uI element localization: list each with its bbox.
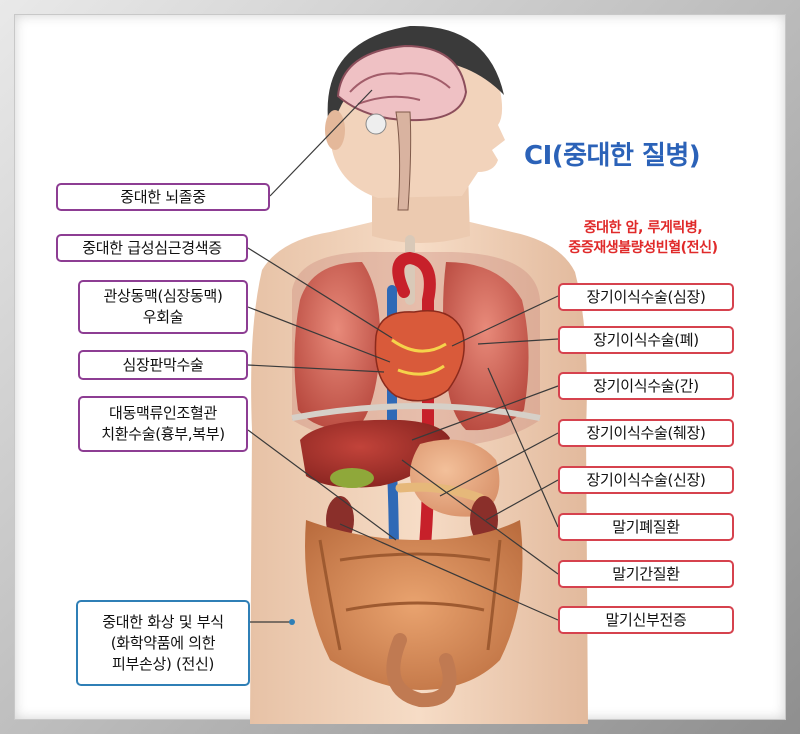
label-burn-line-3: 피부손상) (전신) (111, 654, 215, 673)
ear (325, 110, 345, 150)
label-liver-transplant: 장기이식수술(간) (558, 372, 734, 400)
label-end-liver-text: 말기간질환 (612, 564, 680, 583)
red-caption-line-1: 중대한 암, 루게릭병, (583, 220, 703, 236)
spinal-cord (395, 111, 412, 211)
label-end-stage-lung: 말기폐질환 (558, 513, 734, 541)
label-end-stage-liver: 말기간질환 (558, 560, 734, 588)
label-burn-line-1: 중대한 화상 및 부식 (102, 612, 224, 631)
brain (336, 44, 468, 122)
label-lung-transplant-text: 장기이식수술(폐) (593, 330, 699, 349)
label-myocardial-infarction: 중대한 급성심근경색증 (56, 234, 248, 262)
label-heart-transplant: 장기이식수술(심장) (558, 283, 734, 311)
label-cabg-line-1: 관상동맥(심장동맥) (103, 287, 223, 305)
label-aorta-graft: 대동맥류인조혈관 치환수술(흉부,복부) (78, 396, 248, 452)
label-end-lung-text: 말기폐질환 (612, 517, 680, 536)
label-pancreas-transplant: 장기이식수술(췌장) (558, 419, 734, 447)
label-cabg-line-2: 우회술 (142, 308, 184, 326)
label-kidney-transplant-text: 장기이식수술(신장) (586, 470, 706, 489)
label-mi-text: 중대한 급성심근경색증 (82, 238, 222, 257)
label-liver-transplant-text: 장기이식수술(간) (593, 376, 699, 395)
label-coronary-bypass: 관상동맥(심장동맥) 우회술 (78, 280, 248, 334)
label-pancreas-transplant-text: 장기이식수술(췌장) (586, 423, 706, 442)
label-lung-transplant: 장기이식수술(폐) (558, 326, 734, 354)
heart (374, 310, 465, 402)
intestines (305, 520, 523, 690)
critical-cancer-caption: 중대한 암, 루게릭병, 중증재생불량성빈혈(전신) (528, 218, 758, 258)
label-end-stage-kidney: 말기신부전증 (558, 606, 734, 634)
label-kidney-transplant: 장기이식수술(신장) (558, 466, 734, 494)
label-end-kidney-text: 말기신부전증 (605, 610, 687, 629)
label-stroke-text: 중대한 뇌졸중 (120, 187, 206, 206)
label-aorta-line-1: 대동맥류인조혈관 (108, 404, 217, 422)
label-heart-transplant-text: 장기이식수술(심장) (586, 287, 706, 306)
hair (327, 25, 504, 120)
label-stroke: 중대한 뇌졸중 (56, 183, 270, 211)
red-caption-line-2: 중증재생불량성빈혈(전신) (568, 240, 718, 256)
label-aorta-line-2: 치환수술(흉부,복부) (101, 425, 225, 443)
leader-lines (247, 89, 559, 623)
page-title: CI(중대한 질병) (524, 141, 701, 171)
right-lung (294, 262, 381, 431)
label-severe-burn: 중대한 화상 및 부식 (화학약품에 의한 피부손상) (전신) (76, 600, 250, 686)
label-burn-line-2: (화학약품에 의한 (110, 633, 216, 652)
label-valve-text: 심장판막수술 (122, 355, 204, 374)
label-valve-surgery: 심장판막수술 (78, 350, 248, 380)
left-lung (443, 262, 529, 431)
gallbladder (330, 468, 374, 488)
